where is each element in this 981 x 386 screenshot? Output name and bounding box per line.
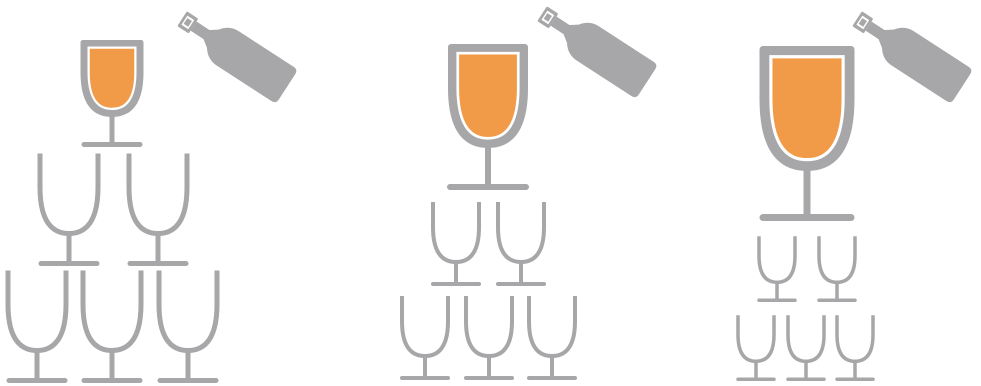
glass-bowl [40,154,98,234]
panel-2 [402,0,658,378]
wine-fill [772,58,841,158]
wine-fill [90,49,135,108]
glass-bowl [529,296,575,356]
empty-wine-glass-icon [498,202,544,284]
empty-wine-glass-icon [466,296,512,378]
glass-bowl [819,236,855,282]
empty-wine-glass-icon [529,296,575,378]
bottle-body [194,16,298,104]
empty-wine-glass-icon [83,271,141,381]
glass-bowl [759,236,795,282]
wine-fill [459,55,517,137]
panel-3 [738,2,973,380]
bottle-body [869,16,973,104]
empty-wine-glass-icon [738,315,774,379]
empty-wine-glass-icon [433,202,479,284]
glass-bowl [837,315,873,361]
glass-bowl [129,154,187,234]
empty-wine-glass-icon [819,236,855,300]
glass-bowl [466,296,512,356]
empty-wine-glass-icon [788,315,824,379]
wine-bottle-icon [846,2,973,104]
glass-bowl [83,271,141,351]
wine-bottle-icon [171,2,298,104]
glass-bowl [498,202,544,262]
panel-1 [8,2,298,381]
filled-wine-glass-icon [763,50,851,218]
empty-wine-glass-icon [8,271,66,381]
glass-bowl [8,271,66,351]
empty-wine-glass-icon [837,315,873,379]
filled-wine-glass-icon [83,43,141,145]
glass-bowl [402,296,448,356]
empty-wine-glass-icon [402,296,448,378]
glass-bowl [788,315,824,361]
empty-wine-glass-icon [40,154,98,264]
empty-wine-glass-icon [759,236,795,300]
empty-wine-glass-icon [129,154,187,264]
bottle-body [554,11,658,99]
glass-bowl [433,202,479,262]
filled-wine-glass-icon [450,47,526,187]
empty-wine-glass-icon [159,271,217,381]
wine-bottle-icon [531,0,658,99]
glass-bowl [159,271,217,351]
glass-bowl [738,315,774,361]
